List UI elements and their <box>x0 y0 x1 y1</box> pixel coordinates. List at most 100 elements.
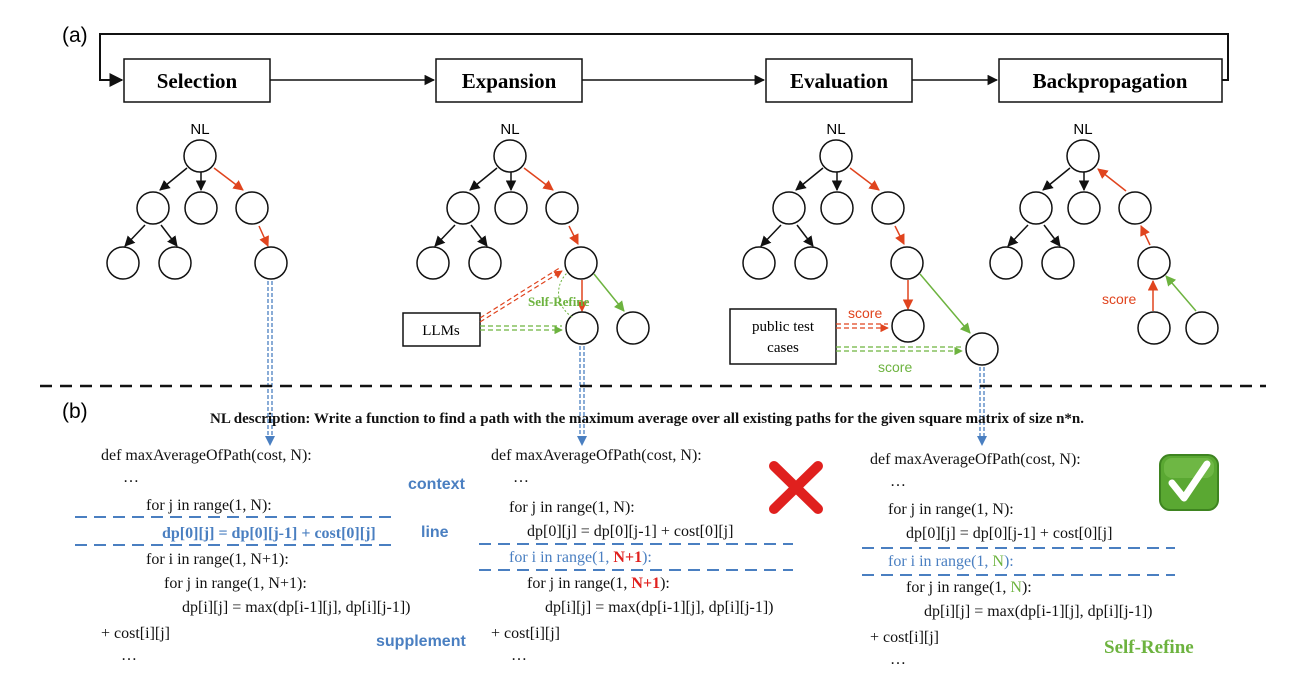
code-line-highlighted: dp[0][j] = dp[0][j-1] + cost[0][j] <box>162 525 376 542</box>
code-text: ): <box>660 575 670 592</box>
panel-a-label: (a) <box>62 24 88 47</box>
code-line: + cost[i][j] <box>870 629 939 646</box>
tree-node <box>158 246 192 280</box>
expansion-to-code-arrow <box>577 346 587 446</box>
stage-evaluation: Evaluation <box>765 58 913 103</box>
public-tests-box <box>729 308 837 365</box>
tree-node <box>1118 191 1152 225</box>
code-error-token: N+1 <box>631 575 660 592</box>
tree-node <box>1185 311 1219 345</box>
tree-node <box>564 246 598 280</box>
code-line: for i in range(1, N+1): <box>146 551 289 568</box>
code-text: for j in range(1, <box>906 579 1010 596</box>
code-fixed-token: N <box>1010 579 1022 596</box>
eval-score-green: score <box>878 359 912 375</box>
backprop-score: score <box>1102 291 1136 307</box>
tree-node <box>183 139 217 173</box>
code-line: for j in range(1, N): <box>888 501 1014 518</box>
code-line: + cost[i][j] <box>491 625 560 642</box>
code-line: for j in range(1, N): <box>146 497 272 514</box>
tree-node <box>871 191 905 225</box>
tree-node <box>254 246 288 280</box>
tree-node <box>819 139 853 173</box>
tree-node <box>1137 246 1171 280</box>
tree-root-label: NL <box>826 121 845 138</box>
stage-selection: Selection <box>123 58 271 103</box>
tree-node <box>1041 246 1075 280</box>
tree-node <box>772 191 806 225</box>
public-tests-label-2: cases <box>767 340 799 356</box>
tree-node <box>1067 191 1101 225</box>
llms-label: LLMs <box>422 323 460 339</box>
code-line: def maxAverageOfPath(cost, N): <box>101 447 312 464</box>
tree-node <box>1019 191 1053 225</box>
code-text: ): <box>642 549 652 566</box>
loop-arrow <box>99 33 1229 87</box>
legend-supplement: supplement <box>376 633 466 650</box>
code-line: dp[0][j] = dp[0][j-1] + cost[0][j] <box>906 525 1112 542</box>
code-line: dp[i][j] = max(dp[i-1][j], dp[i][j-1]) <box>924 603 1153 620</box>
self-refine-label: Self-Refine <box>528 294 590 309</box>
tree-node <box>493 139 527 173</box>
tree-root-label: NL <box>500 121 519 138</box>
tree-node <box>890 246 924 280</box>
code-line: for j in range(1, N+1): <box>527 575 670 592</box>
code-block-middle: def maxAverageOfPath(cost, N): … for j i… <box>479 447 823 664</box>
code-line-highlighted: for i in range(1, N+1): <box>509 549 652 566</box>
code-line: dp[i][j] = max(dp[i-1][j], dp[i][j-1]) <box>182 599 411 616</box>
tree-node <box>494 191 528 225</box>
checkmark-icon <box>1159 454 1219 511</box>
code-text: ): <box>1004 553 1014 570</box>
code-line: dp[0][j] = dp[0][j-1] + cost[0][j] <box>527 523 733 540</box>
code-line: dp[i][j] = max(dp[i-1][j], dp[i][j-1]) <box>545 599 774 616</box>
code-line: … <box>513 469 529 486</box>
stage-evaluation-label: Evaluation <box>790 69 888 93</box>
code-block-left: def maxAverageOfPath(cost, N): … for j i… <box>75 447 466 664</box>
tree-node <box>794 246 828 280</box>
tree-node <box>106 246 140 280</box>
tree-root-label: NL <box>1073 121 1092 138</box>
tree-selection: NL <box>106 121 288 280</box>
tree-node <box>136 191 170 225</box>
tree-node <box>891 309 925 343</box>
tree-node <box>1066 139 1100 173</box>
tree-evaluation: NL public test cases score score <box>729 121 999 375</box>
tree-node <box>820 191 854 225</box>
code-line: … <box>511 647 527 664</box>
code-line-highlighted: for i in range(1, N): <box>888 553 1014 570</box>
legend-context: context <box>408 476 466 493</box>
code-block-right: def maxAverageOfPath(cost, N): … for j i… <box>862 451 1219 668</box>
tree-node <box>565 311 599 345</box>
tree-node <box>989 246 1023 280</box>
cross-icon <box>769 461 823 514</box>
code-fixed-token: N <box>992 553 1004 570</box>
code-text: for i in range(1, <box>888 553 992 570</box>
legend-self-refine: Self-Refine <box>1104 637 1194 658</box>
tree-node <box>545 191 579 225</box>
panel-b-label: (b) <box>62 400 88 423</box>
stage-backpropagation: Backpropagation <box>998 58 1223 103</box>
tree-node <box>235 191 269 225</box>
tree-backprop: NL score <box>989 121 1219 345</box>
public-tests-label-1: public test <box>752 319 815 335</box>
code-line: def maxAverageOfPath(cost, N): <box>491 447 702 464</box>
tree-node <box>184 191 218 225</box>
tree-root-label: NL <box>190 121 209 138</box>
tree-expansion: NL LLMs Self-Refine <box>402 121 650 347</box>
stage-backpropagation-label: Backpropagation <box>1033 69 1188 93</box>
code-line: + cost[i][j] <box>101 625 170 642</box>
code-text: for i in range(1, <box>509 549 613 566</box>
eval-score-red: score <box>848 305 882 321</box>
stage-expansion: Expansion <box>435 58 583 103</box>
code-line: … <box>123 469 139 486</box>
tree-node <box>742 246 776 280</box>
code-text: ): <box>1022 579 1032 596</box>
code-line: for j in range(1, N+1): <box>164 575 307 592</box>
selection-to-code-arrow <box>265 281 275 446</box>
tree-node <box>416 246 450 280</box>
code-line: … <box>121 647 137 664</box>
tree-node <box>1137 311 1171 345</box>
code-line: for j in range(1, N): <box>509 499 635 516</box>
code-line: … <box>890 651 906 668</box>
